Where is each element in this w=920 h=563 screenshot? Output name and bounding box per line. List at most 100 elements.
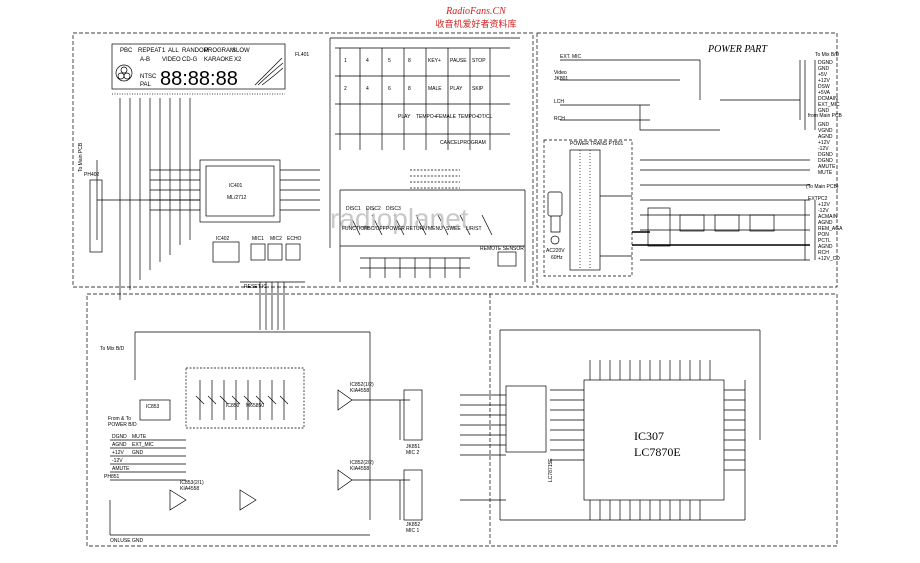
key-stop: STOP — [472, 58, 486, 64]
pout-b3: AGND — [818, 220, 833, 226]
pout-b2: ACMAIN — [818, 214, 838, 220]
key-6: 6 — [388, 86, 391, 92]
vfd-pal: PAL — [140, 82, 152, 88]
vfd-slow: SLOW — [232, 48, 250, 54]
ic401-box — [199, 159, 281, 223]
vfd-display — [111, 43, 286, 90]
fl401-label: FL401 — [295, 52, 309, 58]
key-4a: 4 — [366, 58, 369, 64]
mixer-ic852a-part: KIA4558 — [350, 388, 369, 394]
mix-pin-1: AGND — [112, 442, 127, 448]
mix-pin-4: AMUTE — [112, 466, 130, 472]
ic307-side: LC78715E — [548, 458, 554, 482]
reset-label: RESET IC — [244, 284, 267, 290]
pout-b9: +12V_CD — [818, 256, 840, 262]
key-pause: PAUSE — [450, 58, 467, 64]
power-to-mix: To Mix B/D — [815, 52, 840, 58]
mixer-from-power-1: From & To — [108, 416, 131, 422]
pout-t5: +5VA — [818, 90, 831, 96]
ic401-part: ML/2712 — [227, 195, 247, 201]
key-disc1: DISC1 — [346, 206, 361, 212]
watermark-subtitle: 收音机爱好者资料库 — [435, 19, 517, 29]
mix-pin-6: EXT_MIC — [132, 442, 154, 448]
key-2: 2 — [344, 86, 347, 92]
pout-t0: DGND — [818, 60, 833, 66]
key-disc3: DISC3 — [386, 206, 401, 212]
vfd-video: VIDEO — [162, 57, 181, 63]
mixer-ic853c-part: KIA4558 — [180, 486, 199, 492]
remote-sensor-box — [497, 251, 517, 267]
key-play2: PLAY — [398, 114, 411, 120]
mix-pin-2: +12V — [112, 450, 124, 456]
vfd-all: ALL — [168, 48, 179, 54]
vfd-ab: A-B — [140, 57, 150, 63]
mixer-ic852b-part: KIA4558 — [350, 466, 369, 472]
pout-m7: AMUTE — [818, 164, 836, 170]
ic307-part: LC7870E — [634, 445, 681, 459]
pout-b4: REM_AGA — [818, 226, 843, 232]
ic402-box — [212, 241, 240, 263]
pout-m2: AGND — [818, 134, 833, 140]
key-dtcl: DT/CL — [478, 114, 493, 120]
mixer-from-power-2: POWER B/D — [108, 422, 137, 428]
echo-label: ECHO — [287, 236, 302, 242]
power-in-video: Video — [554, 70, 567, 76]
pout-t8: GND — [818, 108, 830, 114]
mixer-mic1: MIC 1 — [406, 528, 420, 534]
power-in-jk801: JK801 — [554, 76, 568, 82]
pout-t4: DSW — [818, 84, 830, 90]
vfd-program: PROGRAM — [204, 48, 235, 54]
key-power: POWER — [386, 226, 405, 232]
mic1-label: MIC1 — [252, 236, 264, 242]
power-part-frame — [536, 32, 838, 288]
ic-side-box — [505, 385, 547, 453]
key-4b: 4 — [366, 86, 369, 92]
ph402-note: To Main PCB — [78, 142, 84, 172]
mixer-ic850-part: M65850 — [246, 403, 264, 409]
key-program: PROGRAM — [460, 140, 486, 146]
front-panel-frame — [72, 32, 534, 288]
pout-m5: DGND — [818, 152, 833, 158]
power-connector: EXTPC2 — [808, 196, 828, 202]
mix-pin-7: GND — [132, 450, 144, 456]
mixer-ic850: IC850 — [226, 403, 240, 409]
key-cancel: CANCEL — [440, 140, 461, 146]
pout-t3: +12V — [818, 78, 830, 84]
vfd-1: 1 — [162, 48, 166, 54]
mix-pin-3: -12V — [112, 458, 123, 464]
vfd-x2: X2 — [234, 57, 242, 63]
vfd-digits: 88:88:88 — [160, 68, 238, 90]
pout-b5: PON — [818, 232, 829, 238]
power-in-lch: LCH — [554, 99, 564, 105]
mixer-ic852a: IC852(1/2) — [350, 382, 374, 388]
pout-t1: GND — [818, 66, 830, 72]
key-swee: SWEE — [446, 226, 461, 232]
ic307-ref: IC307 — [634, 429, 664, 443]
ph402-label: PH402 — [84, 172, 100, 178]
power-freq: 60Hz — [551, 255, 563, 261]
pout-m8: MUTE — [818, 170, 833, 176]
pout-t6: DCMAIN — [818, 96, 838, 102]
key-1: 1 — [344, 58, 347, 64]
key-female: FEMALE — [436, 114, 457, 120]
key-keyplus: KEY+ — [428, 58, 441, 64]
watermark-site: RadioFans.CN — [446, 6, 506, 17]
pout-b7: AGND — [818, 244, 833, 250]
remote-sensor-label: REMOTE SENSOR — [480, 246, 524, 252]
lower-frame — [86, 293, 838, 547]
mix-pin-5: MUTE — [132, 434, 147, 440]
vfd-repeat: REPEAT — [138, 48, 162, 54]
pout-m6: DGND — [818, 158, 833, 164]
pout-b1: -12V — [818, 208, 829, 214]
ic850-box — [185, 367, 305, 429]
mix-pin-0: DGND — [112, 434, 127, 440]
key-function: FUNCTION — [342, 226, 368, 232]
pout-b8: RCH — [818, 250, 829, 256]
pout-m1: VGND — [818, 128, 833, 134]
key-male: MALE — [428, 86, 442, 92]
transformer-frame — [543, 139, 633, 277]
pout-t2: +5V — [818, 72, 828, 78]
power-transformer: POWER TRANS PT801 — [570, 141, 623, 147]
key-pbc-off: PBC/OFF — [364, 226, 386, 232]
